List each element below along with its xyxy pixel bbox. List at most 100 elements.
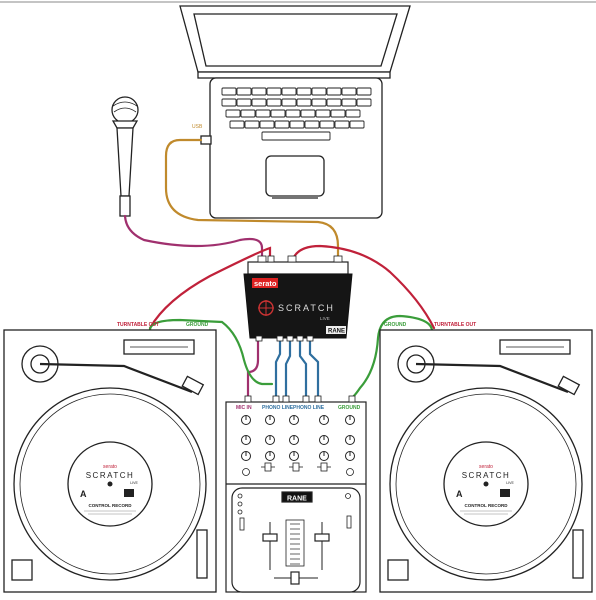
mixer-knob[interactable] [319, 415, 329, 425]
keyboard-key [289, 120, 305, 129]
keyboard-key [221, 98, 237, 107]
mixer-knob[interactable] [289, 451, 299, 461]
turntable-out-right-label: TURNTABLE OUT [434, 322, 476, 328]
mixer-knob[interactable] [265, 415, 275, 425]
interface-top-panel [247, 261, 349, 275]
ground-left-label: GROUND [186, 322, 209, 328]
ground-right-cable [350, 314, 434, 400]
interface-connectors [255, 255, 343, 342]
keyboard-key [244, 120, 260, 129]
tonearm [415, 362, 569, 394]
usb-cable [164, 138, 340, 264]
keyboard-key [349, 120, 365, 129]
mini-fader[interactable] [292, 462, 300, 472]
laptop-screen [193, 13, 398, 67]
keyboard-key [319, 120, 335, 129]
mixer-top-connectors [244, 395, 356, 403]
keyboard-key [236, 87, 252, 96]
keyboard-key [266, 98, 282, 107]
mixer-knob[interactable] [289, 415, 299, 425]
mixer-logo-box [281, 491, 313, 503]
keyboard-key [296, 87, 312, 96]
usb-label: USB [192, 124, 203, 130]
rane-badge [326, 326, 346, 334]
crossfader[interactable] [290, 571, 300, 585]
mixer-knob[interactable] [319, 435, 329, 445]
record-brand: serato [103, 464, 117, 470]
mixer-knobs [241, 415, 355, 476]
mini-fader[interactable] [320, 462, 328, 472]
keyboard-key [341, 98, 357, 107]
keyboard-key [330, 109, 346, 118]
laptop-lid [179, 5, 411, 73]
start-stop-button[interactable] [387, 559, 409, 581]
keyboard-key [356, 98, 372, 107]
channel-fader-2[interactable] [314, 533, 330, 542]
keyboard-key [311, 87, 327, 96]
record-sub: LIVE [506, 481, 514, 485]
turntable-out-left-label: TURNTABLE OUT [117, 322, 159, 328]
record-logo-block [124, 489, 134, 497]
keyboard-key [274, 120, 290, 129]
mixer-small-knob[interactable] [346, 468, 354, 476]
keyboard-key [285, 109, 301, 118]
keyboard-key [229, 120, 245, 129]
interface-product-sub: LIVE [320, 316, 330, 321]
mixer-knob[interactable] [265, 451, 275, 461]
phono-line-label-1: PHONO LINE [262, 405, 294, 411]
level-meter [285, 519, 305, 567]
start-stop-button[interactable] [11, 559, 33, 581]
record-label-text: CONTROL RECORD [89, 503, 133, 508]
mixer-ground-label: GROUND [338, 405, 361, 411]
keyboard-key [311, 98, 327, 107]
mic-cable-to-interface [123, 214, 264, 264]
mixer-small-knob[interactable] [242, 468, 250, 476]
keyboard-key [300, 109, 316, 118]
mixer-knob[interactable] [319, 451, 329, 461]
serato-logo-box [252, 278, 278, 288]
mic-neck [111, 120, 139, 129]
mixer-knob[interactable] [345, 451, 355, 461]
laptop-hinge [197, 71, 391, 79]
mic-connector [119, 195, 131, 217]
mixer-knob[interactable] [345, 435, 355, 445]
record-label-text: CONTROL RECORD [465, 503, 509, 508]
keyboard-key [221, 87, 237, 96]
spindle [107, 481, 113, 487]
keyboard-key [304, 120, 320, 129]
mixer-knob[interactable] [241, 451, 251, 461]
microphone [111, 96, 139, 217]
mini-fader[interactable] [264, 462, 272, 472]
mixer-knob[interactable] [241, 435, 251, 445]
mixer-knob[interactable] [265, 435, 275, 445]
record-brand: serato [479, 464, 493, 470]
keyboard-key [270, 109, 286, 118]
mixer-brand: RANE [287, 496, 307, 503]
laptop-keyboard [221, 87, 372, 141]
line-cable-4 [308, 334, 320, 400]
interface-maker: RANE [328, 329, 345, 335]
channel-fader-1[interactable] [262, 533, 278, 542]
phono-line-label-2: PHONO LINE [293, 405, 325, 411]
record-groove [395, 393, 577, 575]
headshell [557, 375, 581, 396]
record-logo-block [500, 489, 510, 497]
pitch-fader[interactable] [572, 529, 584, 579]
record-sub: LIVE [130, 481, 138, 485]
turntable-out-left-cable [148, 246, 272, 330]
interface-body [243, 273, 353, 339]
keyboard-key [326, 98, 342, 107]
mic-head [111, 96, 139, 124]
keyboard-key [326, 87, 342, 96]
cables [123, 138, 436, 400]
keyboard-key [266, 87, 282, 96]
pitch-fader[interactable] [196, 529, 208, 579]
serato-logo: serato [254, 279, 277, 288]
mixer-knob[interactable] [289, 435, 299, 445]
record-side: A [456, 489, 463, 499]
laptop-base [209, 77, 383, 219]
mixer-knob[interactable] [241, 415, 251, 425]
mixer-knob[interactable] [345, 415, 355, 425]
